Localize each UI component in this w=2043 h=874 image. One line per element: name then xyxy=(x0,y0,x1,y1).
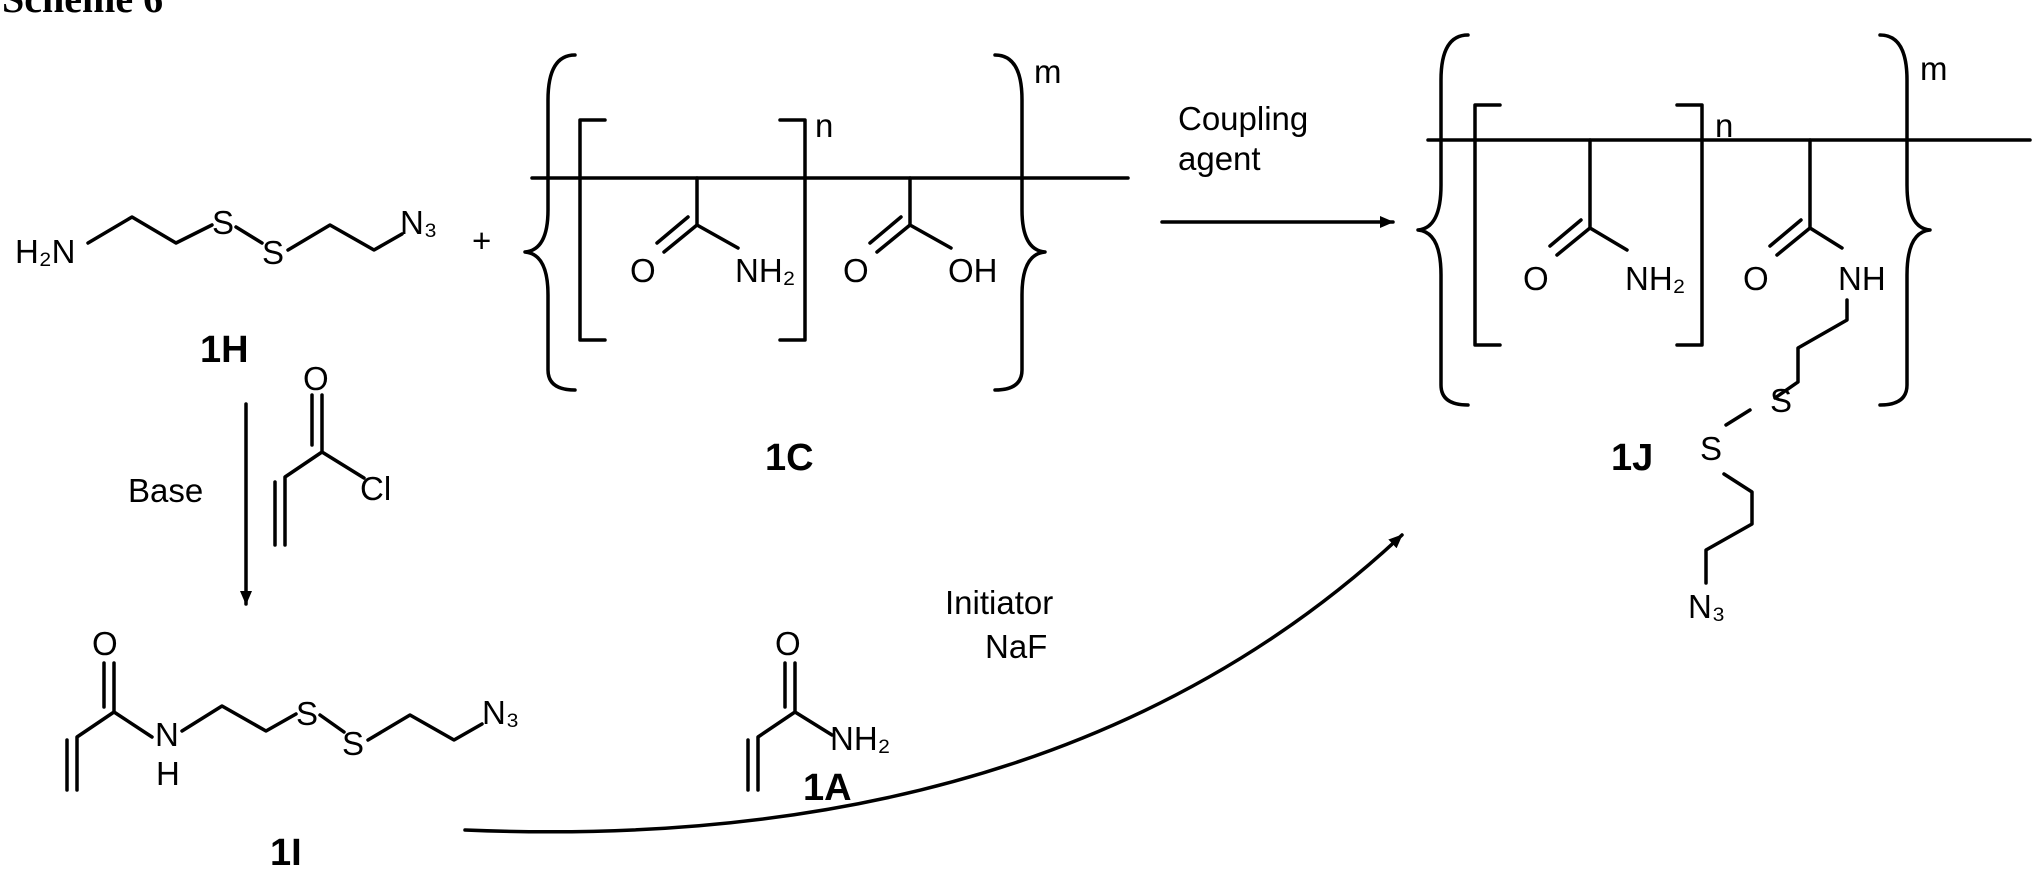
molecule-bonds xyxy=(275,395,364,545)
carbonyl-double-bond xyxy=(657,217,697,252)
disulfide-bond xyxy=(236,227,262,243)
repeat-m-label: m xyxy=(1920,50,1948,87)
polymerization-arrow: Initiator NaF xyxy=(465,535,1402,832)
curved-arrow-to-1J xyxy=(465,535,1402,832)
molecule-1H-chain xyxy=(288,225,402,250)
amide-nh-group: NH xyxy=(1838,260,1886,297)
repeat-m-label: m xyxy=(1034,53,1062,90)
azide-group: N₃ xyxy=(482,694,519,731)
square-bracket-right xyxy=(780,120,805,340)
chloro-group: Cl xyxy=(360,470,391,507)
amide-nh2-group: NH₂ xyxy=(830,720,890,757)
label-1I: 1I xyxy=(270,832,302,874)
condition-naf: NaF xyxy=(985,628,1047,665)
compound-1A: O NH₂ 1A xyxy=(748,625,890,809)
molecule-1I-chain xyxy=(368,715,482,740)
oxygen-atom: O xyxy=(1743,260,1769,297)
molecule-1H-chain xyxy=(88,217,212,243)
condition-coupling-line1: Coupling xyxy=(1178,100,1308,137)
carbonyl-double-bond xyxy=(1550,220,1590,255)
carbonyl-double-bond xyxy=(870,217,910,252)
oxygen-atom: O xyxy=(843,252,869,289)
compound-1I: O N H S S N₃ 1I xyxy=(67,625,519,874)
label-1A: 1A xyxy=(803,767,852,809)
amide-nh2-group: NH₂ xyxy=(1625,260,1685,297)
oxygen-atom: O xyxy=(775,625,801,662)
carbonyl-double-bond xyxy=(1770,220,1810,255)
oxygen-atom: O xyxy=(303,360,329,397)
compound-1H: H₂N S S N₃ + 1H xyxy=(15,204,491,371)
repeat-n-label: n xyxy=(1715,107,1733,144)
curly-brace-left xyxy=(525,55,575,390)
hydrogen-atom: H xyxy=(156,755,180,792)
amine-group: H₂N xyxy=(15,233,75,270)
sulfur-atom: S xyxy=(262,234,284,271)
label-1J: 1J xyxy=(1611,437,1653,479)
amide-side-chain xyxy=(697,178,738,248)
hydroxyl-group: OH xyxy=(948,252,998,289)
compound-1J: m n O NH₂ O NH S S N₃ 1J xyxy=(1418,35,2030,625)
sulfur-atom: S xyxy=(212,204,234,241)
amide-side-chain xyxy=(1590,140,1627,250)
condition-base: Base xyxy=(128,472,203,509)
azide-group: N₃ xyxy=(400,204,437,241)
curly-brace-right xyxy=(1880,35,1930,405)
condition-initiator: Initiator xyxy=(945,584,1053,621)
disulfide-bond xyxy=(320,715,344,732)
condition-coupling-line2: agent xyxy=(1178,140,1261,177)
compound-1C: m n O NH₂ O OH 1C xyxy=(525,53,1128,479)
curly-brace-left xyxy=(1418,35,1468,405)
oxygen-atom: O xyxy=(92,625,118,662)
linker-chain xyxy=(1706,474,1752,583)
sulfur-atom: S xyxy=(296,695,318,732)
label-1H: 1H xyxy=(200,329,249,371)
plus-sign: + xyxy=(472,222,491,259)
square-bracket-left xyxy=(580,120,605,340)
molecule-1I-chain xyxy=(182,706,296,731)
base-reaction-arrow: Base xyxy=(128,404,246,604)
sulfur-atom: S xyxy=(342,725,364,762)
azide-group: N₃ xyxy=(1688,588,1725,625)
molecule-1I-bonds xyxy=(67,663,152,790)
repeat-n-label: n xyxy=(815,107,833,144)
sulfur-atom: S xyxy=(1770,382,1792,419)
nitrogen-atom: N xyxy=(155,716,179,753)
label-1C: 1C xyxy=(765,437,814,479)
oxygen-atom: O xyxy=(1523,260,1549,297)
acryloyl-chloride-reagent: O Cl xyxy=(275,360,391,545)
amide-nh2-group: NH₂ xyxy=(735,252,795,289)
acid-side-chain xyxy=(910,178,951,248)
sulfur-atom: S xyxy=(1700,430,1722,467)
coupling-reaction-arrow: Coupling agent xyxy=(1162,100,1393,222)
curly-brace-right xyxy=(995,55,1045,390)
scheme-heading: Scheme 6 xyxy=(2,0,163,21)
disulfide-bond xyxy=(1726,410,1750,425)
oxygen-atom: O xyxy=(630,252,656,289)
linker-side-chain xyxy=(1810,140,1842,248)
